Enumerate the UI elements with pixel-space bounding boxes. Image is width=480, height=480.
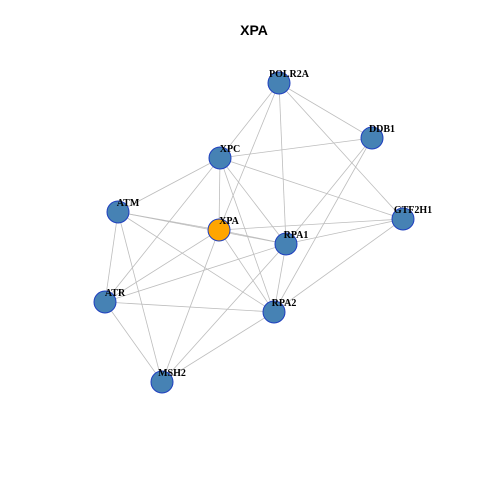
edge-xpa-rpa2 xyxy=(218,229,275,313)
edge-polr2a-rpa1 xyxy=(278,82,287,245)
diagram-title: XPA xyxy=(240,22,268,38)
node-xpa: XPA xyxy=(207,216,240,242)
node-circle-msh2 xyxy=(150,370,174,394)
node-xpc: XPC xyxy=(208,144,241,170)
edge-xpa-gtf2h1 xyxy=(218,218,404,231)
edge-xpc-rpa1 xyxy=(219,157,287,245)
node-circle-atr xyxy=(93,290,117,314)
node-msh2: MSH2 xyxy=(150,368,186,394)
node-ddb1: DDB1 xyxy=(360,124,395,150)
edge-xpc-atm xyxy=(117,157,221,213)
node-label-xpa: XPA xyxy=(219,216,240,227)
node-gtf2h1: GTF2H1 xyxy=(391,205,432,231)
node-label-polr2a: POLR2A xyxy=(269,69,310,80)
edge-rpa1-gtf2h1 xyxy=(285,218,404,245)
edge-ddb1-rpa1 xyxy=(285,137,373,245)
edges-layer xyxy=(104,82,404,383)
edge-polr2a-xpc xyxy=(219,82,280,159)
node-label-xpc: XPC xyxy=(220,144,241,155)
node-label-ddb1: DDB1 xyxy=(369,124,395,135)
edge-atm-rpa2 xyxy=(117,211,275,313)
node-label-rpa2: RPA2 xyxy=(272,298,297,309)
node-label-atr: ATR xyxy=(105,288,126,299)
node-circle-polr2a xyxy=(267,71,291,95)
node-rpa2: RPA2 xyxy=(262,298,297,324)
node-rpa1: RPA1 xyxy=(274,230,309,256)
node-circle-ddb1 xyxy=(360,126,384,150)
edge-xpa-msh2 xyxy=(161,229,220,383)
node-circle-xpc xyxy=(208,146,232,170)
edge-ddb1-rpa2 xyxy=(273,137,373,313)
edge-xpc-rpa2 xyxy=(219,157,275,313)
node-circle-rpa2 xyxy=(262,300,286,324)
edge-atm-msh2 xyxy=(117,211,163,383)
edge-xpa-atr xyxy=(104,229,220,303)
edge-ddb1-xpc xyxy=(219,137,373,159)
edge-polr2a-ddb1 xyxy=(278,82,373,139)
node-circle-rpa1 xyxy=(274,232,298,256)
edge-rpa2-atr xyxy=(104,301,275,313)
edge-atm-rpa1 xyxy=(117,211,287,245)
edge-rpa2-gtf2h1 xyxy=(273,218,404,313)
node-label-gtf2h1: GTF2H1 xyxy=(394,205,432,216)
node-label-rpa1: RPA1 xyxy=(284,230,309,241)
node-atm: ATM xyxy=(106,198,140,224)
edge-xpc-gtf2h1 xyxy=(219,157,404,220)
edge-rpa1-msh2 xyxy=(161,243,287,383)
node-circle-xpa xyxy=(207,218,231,242)
edge-rpa1-rpa2 xyxy=(273,243,287,313)
node-label-atm: ATM xyxy=(117,198,140,209)
node-circle-gtf2h1 xyxy=(391,207,415,231)
edge-xpc-xpa xyxy=(218,157,221,231)
edge-rpa2-msh2 xyxy=(161,311,275,383)
node-atr: ATR xyxy=(93,288,126,314)
node-label-msh2: MSH2 xyxy=(158,368,186,379)
node-circle-atm xyxy=(106,200,130,224)
node-polr2a: POLR2A xyxy=(267,69,310,95)
edge-rpa1-atr xyxy=(104,243,287,303)
edge-atm-atr xyxy=(104,211,119,303)
edge-polr2a-xpa xyxy=(218,82,280,231)
edge-atr-msh2 xyxy=(104,301,163,383)
edge-xpc-atr xyxy=(104,157,221,303)
edge-polr2a-gtf2h1 xyxy=(278,82,404,220)
